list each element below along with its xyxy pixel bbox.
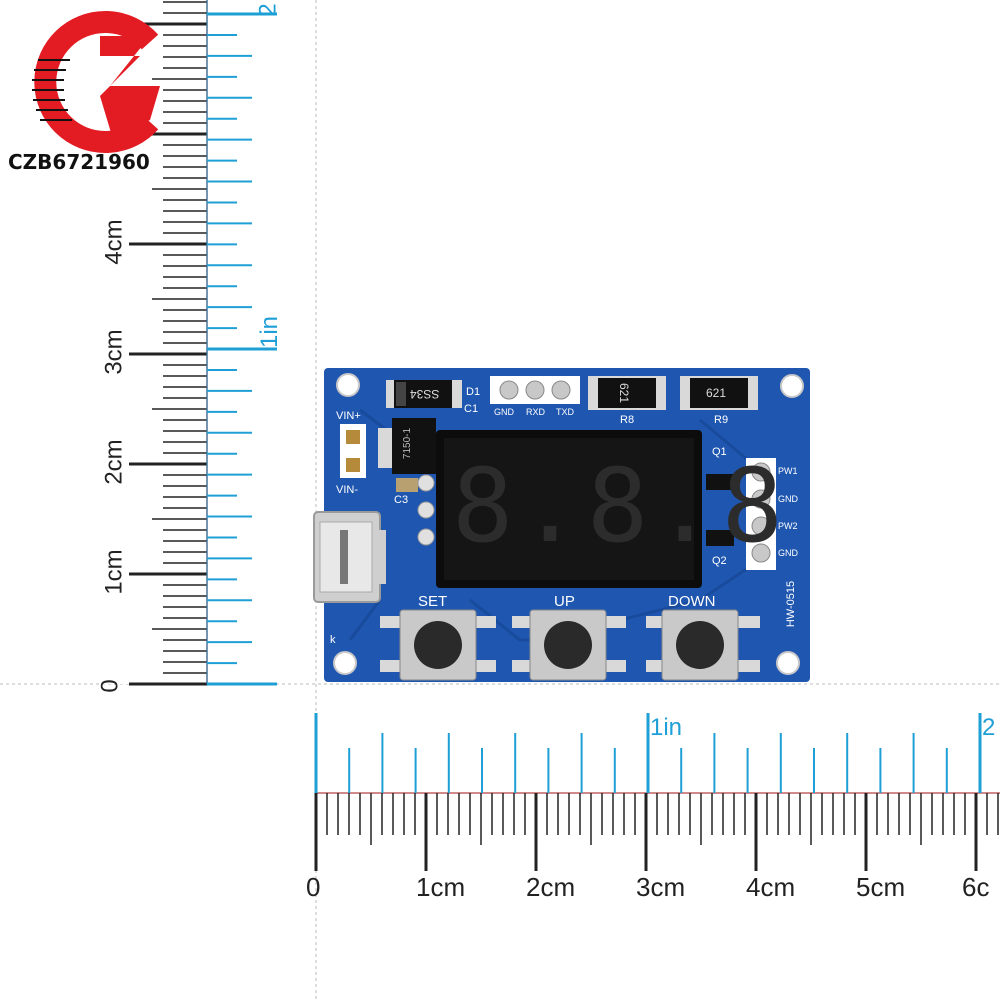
mounting-holes — [333, 373, 804, 675]
vruler-in-label-1: 1in — [256, 315, 284, 349]
vertical-ruler-inch-ticks — [207, 12, 277, 686]
hruler-cm-label-5: 5cm — [856, 872, 906, 902]
diode-code: SS34 — [410, 387, 440, 401]
diode-d1 — [386, 380, 462, 408]
top-header-pins — [490, 376, 580, 404]
silk-vin-minus: VIN- — [336, 484, 358, 496]
horizontal-ruler-cm-ticks — [314, 793, 999, 871]
seven-segment-display — [436, 430, 702, 588]
hruler-cm-label-2: 2cm — [526, 872, 576, 902]
transistor-q2 — [706, 530, 734, 546]
silk-gnd-1: GND — [778, 494, 798, 504]
hruler-cm-label-4: 4cm — [746, 872, 796, 902]
regulator-code: 7150-1 — [402, 427, 414, 460]
silk-c3: C3 — [394, 494, 409, 506]
hruler-cm-label-1: 1cm — [416, 872, 466, 902]
silk-c1: C1 — [464, 403, 479, 415]
down-button-label: DOWN — [668, 593, 716, 610]
hruler-cm-label-3: 3cm — [636, 872, 686, 902]
capacitor-c3 — [396, 478, 418, 492]
silk-pw2: PW2 — [778, 521, 798, 531]
pcb-board — [313, 368, 810, 682]
up-button[interactable] — [512, 609, 626, 681]
silk-k: k — [330, 634, 336, 646]
silk-header-txd: TXD — [556, 407, 574, 417]
vruler-cm-label-2: 2cm — [100, 439, 128, 485]
vertical-ruler-cm-ticks — [129, 1, 207, 686]
display-readout: 8.8.8 — [452, 447, 790, 566]
vruler-cm-label-0: 0 — [96, 679, 124, 693]
voltage-regulator — [378, 418, 436, 474]
silk-vin-plus: VIN+ — [336, 410, 361, 422]
micro-usb-port[interactable] — [313, 511, 386, 603]
silk-q2: Q2 — [712, 555, 727, 567]
silk-q1: Q1 — [712, 446, 727, 458]
right-header-pins — [746, 458, 776, 570]
hruler-cm-label-6: 6c — [962, 872, 990, 902]
set-button[interactable] — [380, 609, 496, 681]
r9-code: 621 — [706, 386, 727, 400]
resistor-r8 — [588, 376, 666, 410]
silk-r8: R8 — [620, 414, 635, 426]
transistor-q1 — [706, 474, 734, 490]
board-model: HW-0515 — [785, 580, 798, 628]
set-button-label: SET — [418, 593, 448, 610]
watermark-text: CZB6721960 — [8, 150, 150, 174]
vruler-cm-label-1: 1cm — [100, 549, 128, 595]
hruler-in-label-1: 1in — [650, 714, 683, 741]
up-button-label: UP — [554, 593, 575, 610]
silk-r9: R9 — [714, 414, 729, 426]
hruler-in-label-2: 2 — [982, 714, 996, 741]
silk-pw1: PW1 — [778, 466, 798, 476]
r8-code: 621 — [617, 382, 632, 404]
silk-header-rxd: RXD — [526, 407, 546, 417]
vruler-cm-label-3: 3cm — [100, 329, 128, 375]
horizontal-ruler — [314, 713, 1000, 871]
hruler-cm-label-0: 0 — [306, 872, 321, 902]
silk-header-gnd: GND — [494, 407, 514, 417]
watermark-logo — [32, 11, 160, 153]
down-button[interactable] — [646, 609, 760, 681]
vin-pads — [340, 424, 366, 478]
resistor-r9 — [680, 376, 758, 410]
silk-gnd-2: GND — [778, 548, 798, 558]
vruler-cm-label-4: 4cm — [100, 219, 128, 265]
vruler-in-label-2: 2 — [254, 3, 282, 17]
silk-d1: D1 — [466, 386, 481, 398]
horizontal-ruler-inch-ticks — [314, 713, 982, 793]
